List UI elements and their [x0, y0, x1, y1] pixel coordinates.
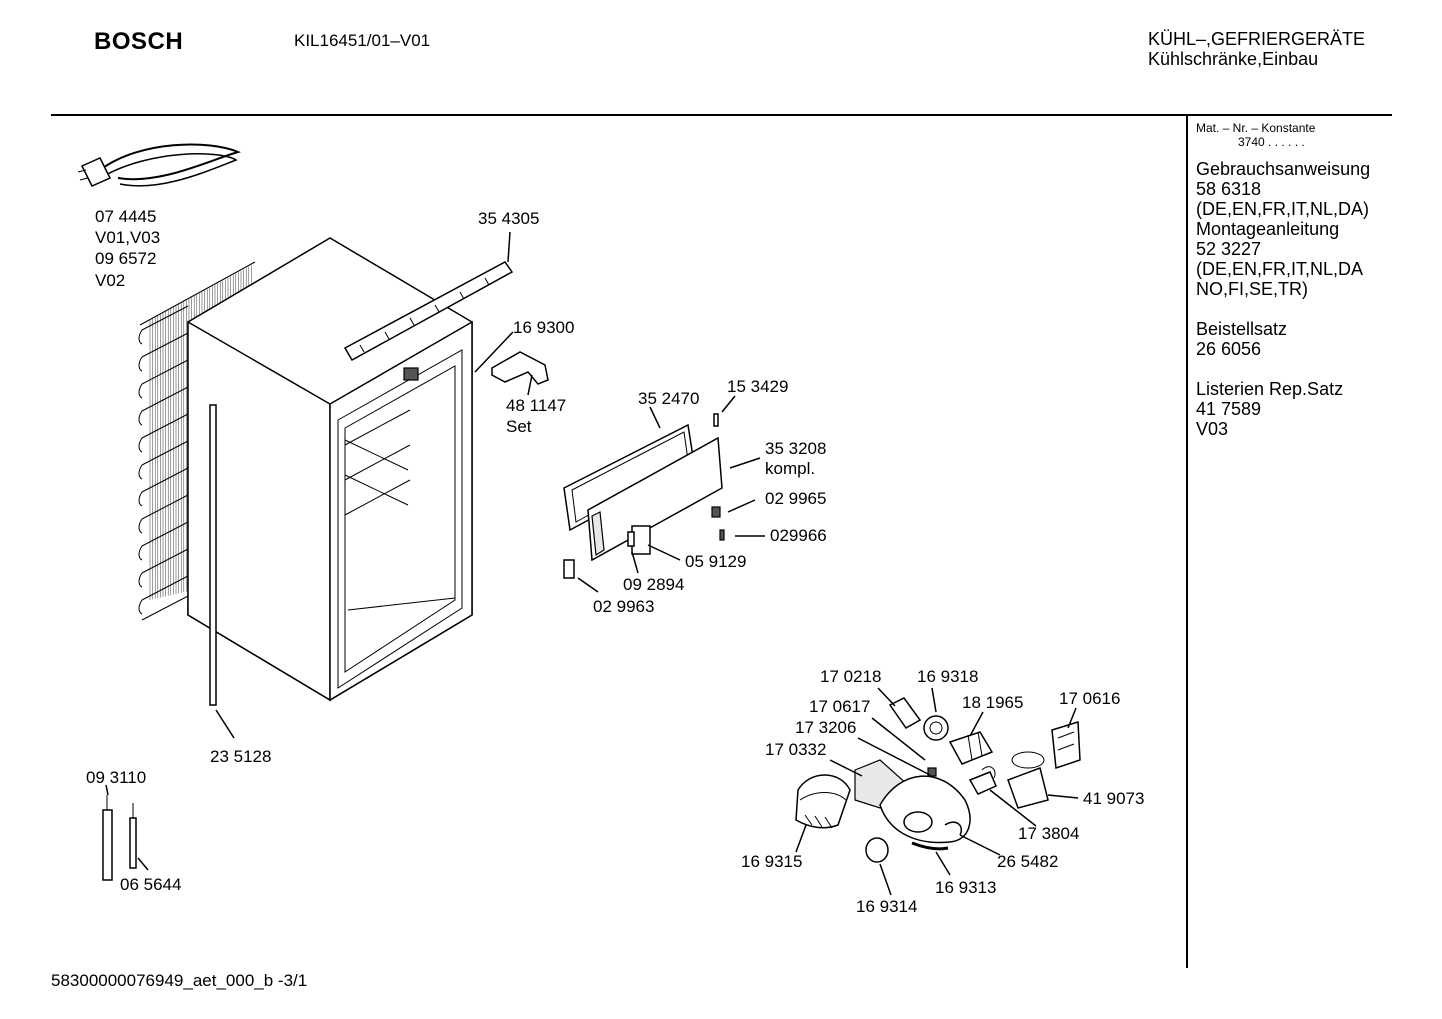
- sidebar-line: Gebrauchsanweisung: [1196, 159, 1371, 179]
- coil-segment: [138, 494, 189, 534]
- sidebar-line: Beistellsatz: [1196, 319, 1288, 339]
- part-label-kompl: kompl.: [765, 459, 815, 478]
- coil-segment: [138, 386, 189, 426]
- sidebar-spacer: [1196, 359, 1370, 379]
- coil-segment: [138, 440, 189, 480]
- part-label-235128: 23 5128: [210, 747, 271, 766]
- part-label-173804: 17 3804: [1018, 824, 1079, 843]
- part-label-variant: V02: [95, 271, 125, 290]
- sidebar-line: Montageanleitung: [1196, 219, 1340, 239]
- part-label-169315: 16 9315: [741, 852, 802, 871]
- part-label-169313: 16 9313: [935, 878, 996, 897]
- part-label-170616: 17 0616: [1059, 689, 1120, 708]
- category-subtitle: Kühlschränke,Einbau: [1148, 49, 1319, 69]
- sensor-drawing: [102, 795, 137, 881]
- model-number: KIL16451/01–V01: [294, 31, 431, 50]
- coil-segment: [138, 305, 189, 345]
- parts-info-sidebar: Mat. – Nr. – Konstante 3740 . . . . . . …: [1196, 121, 1370, 439]
- part-label-173206: 17 3206: [795, 718, 856, 737]
- sidebar-line: 41 7589: [1196, 399, 1262, 419]
- category-title: KÜHL–,GEFRIERGERÄTE: [1148, 29, 1366, 49]
- part-label-029965: 02 9965: [765, 489, 826, 508]
- part-label-354305: 35 4305: [478, 209, 539, 228]
- fridge-cabinet-drawing: [187, 237, 473, 706]
- part-label-029963: 02 9963: [593, 597, 654, 616]
- coil-segment: [138, 332, 189, 372]
- part-label-170332: 17 0332: [765, 740, 826, 759]
- part-label-481147: 48 1147: [506, 396, 566, 415]
- part-label-169300: 16 9300: [513, 318, 574, 337]
- part-label-170617: 17 0617: [809, 697, 870, 716]
- coil-segment: [138, 413, 189, 453]
- sidebar-line: 26 6056: [1196, 339, 1262, 359]
- part-label-169314: 16 9314: [856, 897, 917, 916]
- sidebar-spacer: [1196, 299, 1370, 319]
- part-label-170218: 17 0218: [820, 667, 881, 686]
- part-label-093110: 09 3110: [86, 768, 146, 787]
- sidebar-line: 58 6318: [1196, 179, 1262, 199]
- sidebar-line: V03: [1196, 419, 1229, 439]
- part-labels: 07 4445 V01,V03 09 6572 V02 35 4305 16 9…: [86, 207, 1144, 916]
- coil-segment: [138, 467, 189, 507]
- part-label-096572: 09 6572: [95, 249, 156, 268]
- part-label-419073: 41 9073: [1083, 789, 1144, 808]
- coil-segment: [138, 359, 189, 399]
- mat-nr-label: Mat. – Nr. – Konstante: [1196, 121, 1316, 135]
- header-divider: [51, 114, 1392, 116]
- part-label-153429: 15 3429: [727, 377, 788, 396]
- sidebar-line: (DE,EN,FR,IT,NL,DA: [1196, 259, 1364, 279]
- coil-segment: [138, 575, 189, 615]
- part-label-181965: 18 1965: [962, 693, 1023, 712]
- sidebar-divider: [1186, 116, 1188, 968]
- brand-logo: BOSCH: [94, 28, 184, 55]
- part-label-065644: 06 5644: [120, 875, 181, 894]
- part-label-169318: 16 9318: [917, 667, 978, 686]
- sidebar-line: Listerien Rep.Satz: [1196, 379, 1344, 399]
- part-label-092894: 09 2894: [623, 575, 684, 594]
- part-label-029966: 029966: [770, 526, 827, 545]
- part-label-265482: 26 5482: [997, 852, 1058, 871]
- bracket-drawing: [403, 351, 549, 385]
- power-cord-drawing: [77, 143, 241, 187]
- mat-nr-value: 3740 . . . . . .: [1238, 135, 1305, 149]
- document-id: 58300000076949_aet_000_b -3/1: [51, 971, 308, 990]
- part-label-variant: V01,V03: [95, 228, 160, 247]
- part-label-set: Set: [506, 417, 532, 436]
- part-label-074445: 07 4445: [95, 207, 156, 226]
- sidebar-line: (DE,EN,FR,IT,NL,DA): [1196, 199, 1370, 219]
- coil-segment: [138, 548, 189, 588]
- part-label-353208: 35 3208: [765, 439, 826, 458]
- exploded-parts-diagram: 07 4445 V01,V03 09 6572 V02 35 4305 16 9…: [77, 143, 1144, 916]
- part-label-059129: 05 9129: [685, 552, 746, 571]
- part-label-352470: 35 2470: [638, 389, 699, 408]
- coil-segment: [138, 521, 189, 561]
- sidebar-line: 52 3227: [1196, 239, 1262, 259]
- hinge-bar-drawing: [343, 261, 514, 362]
- leader-lines: [105, 231, 1079, 896]
- sidebar-line: NO,FI,SE,TR): [1196, 279, 1308, 299]
- freezer-door-drawing: [563, 413, 725, 579]
